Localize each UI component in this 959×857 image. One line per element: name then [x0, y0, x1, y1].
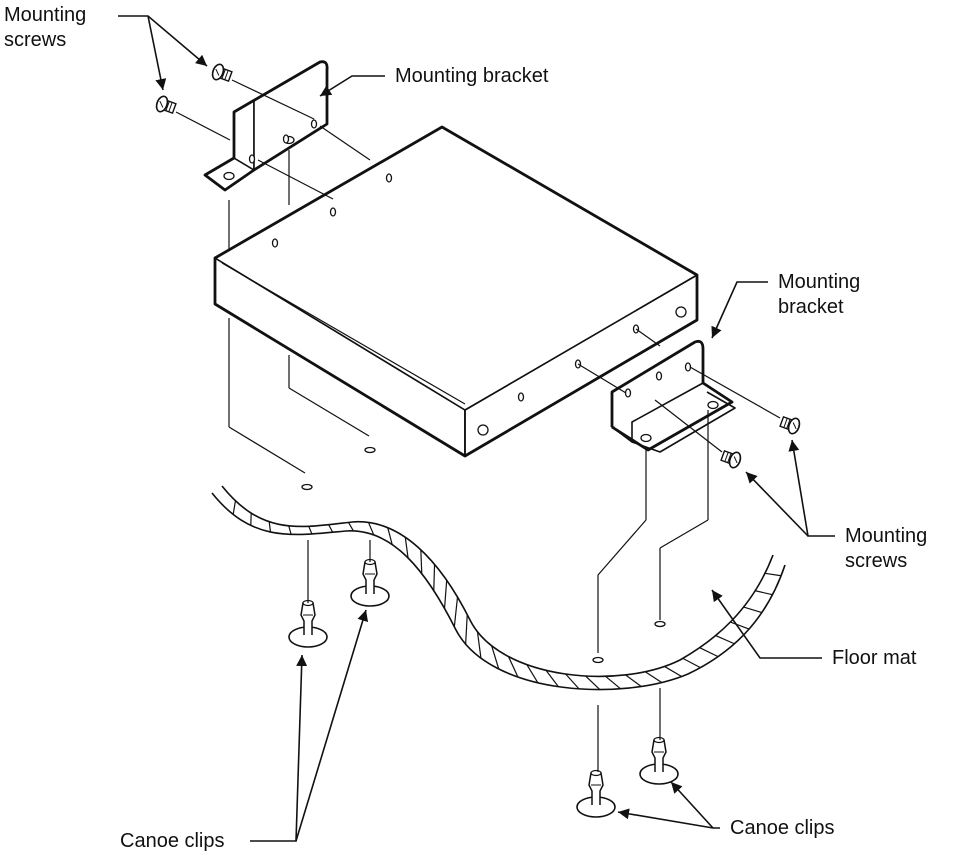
label-canoe-clips-bottom: Canoe clips	[730, 817, 835, 839]
floor-mat-hatch	[420, 549, 423, 574]
floor-mat-hatch	[232, 500, 237, 515]
floor-mat-hatch	[743, 606, 763, 614]
floor-mat-hatch	[443, 580, 448, 609]
label-mounting-screws-right-1: Mounting	[845, 525, 927, 547]
floor-mat-hatch	[699, 647, 719, 658]
floor-mat-hatch	[433, 564, 436, 591]
floor-mat-hatch	[585, 675, 601, 690]
label-mounting-bracket-right-1: Mounting	[778, 271, 860, 293]
canoe-clip-icon	[288, 599, 328, 648]
floor-mat-hatch	[476, 631, 482, 659]
floor-mat-hatch	[605, 675, 621, 690]
floor-mat-hatch	[404, 537, 409, 559]
label-mounting-screws-top-1: Mounting	[4, 4, 86, 26]
canoe-clip-icon	[639, 736, 679, 785]
label-mounting-bracket-top: Mounting bracket	[395, 65, 549, 87]
label-floor-mat: Floor mat	[832, 647, 917, 669]
floor-mat-hatch	[682, 657, 701, 669]
floor-mat-hatch	[715, 635, 735, 645]
floor-mat-hatch	[565, 673, 580, 690]
floor-mat-hatch	[526, 664, 539, 684]
floor-mat-hatch	[764, 572, 782, 577]
floor-mat-hatch	[367, 522, 375, 536]
leader-lines	[118, 15, 835, 842]
floor-mat-hatch	[453, 597, 459, 627]
alignment-lines	[175, 79, 781, 772]
screw-icon	[719, 447, 744, 471]
floor-mat-hatch	[755, 590, 773, 596]
label-mounting-screws-right-2: screws	[845, 550, 907, 572]
floor-mat-hatch	[491, 645, 500, 670]
label-mounting-bracket-right-2: bracket	[778, 296, 844, 318]
floor-mat	[211, 485, 786, 691]
floor-mat-hatch	[387, 527, 393, 545]
floor-mat-hatch	[308, 526, 313, 535]
label-mounting-screws-top-2: screws	[4, 29, 66, 51]
floor-mat-hatch	[507, 656, 519, 678]
canoe-clip-icon	[576, 769, 616, 818]
floor-mat-hatch	[465, 614, 468, 645]
screw-icon	[778, 413, 803, 437]
floor-mat-hatch	[730, 621, 750, 630]
label-canoe-clips-left: Canoe clips	[120, 830, 225, 852]
floor-mat-hatch	[268, 521, 272, 533]
screw-icon	[153, 93, 178, 117]
mounting-bracket-left	[203, 60, 329, 192]
mounting-bracket-right	[610, 339, 736, 453]
floor-mat-hatch	[328, 524, 334, 533]
floor-mat-hatch	[625, 674, 642, 687]
floor-mat-hatch	[288, 525, 292, 535]
floor-mat-hatch	[545, 669, 559, 687]
floor-mat-hatch	[644, 671, 663, 684]
canoe-clip-icon	[350, 558, 390, 607]
floor-mat-hatch	[664, 665, 682, 678]
floor-mat-hatch	[348, 522, 354, 532]
screw-icon	[209, 61, 234, 85]
